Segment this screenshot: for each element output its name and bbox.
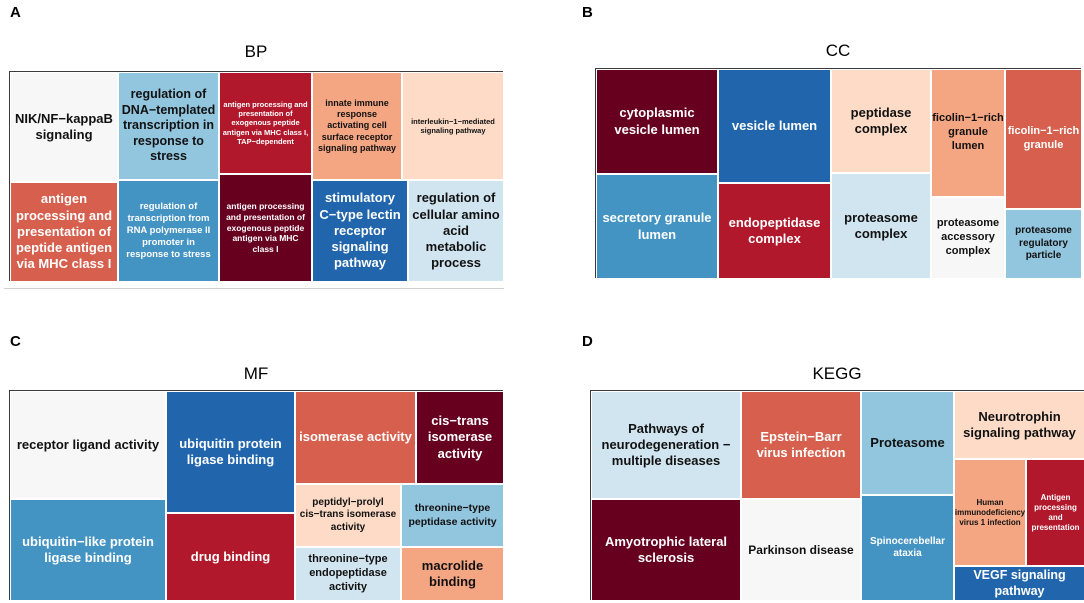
treemap-tile-kegg-proteasome: Proteasome (861, 391, 954, 495)
treemap-tile-kegg-epstein-barr-virus-infection: Epstein−Barr virus infection (741, 391, 861, 499)
treemap-tile-kegg-neurotrophin-signaling-pathway: Neurotrophin signaling pathway (954, 391, 1084, 459)
treemap-tile-bp-antigen-processing-and-presentation-of-e: antigen processing and presentation of e… (219, 174, 312, 282)
panel-letter-c: C (10, 333, 21, 350)
treemap-tile-kegg-human-immunodeficiency-virus-1-infection: Human immunodeficiency virus 1 infection (954, 459, 1026, 566)
treemap-tile-mf-cis-trans-isomerase-activity: cis−trans isomerase activity (416, 391, 504, 484)
treemap-tile-mf-receptor-ligand-activity: receptor ligand activity (10, 391, 166, 499)
treemap-tile-bp-regulation-of-cellular-amino-acid-metabo: regulation of cellular amino acid metabo… (408, 180, 504, 282)
panel-letter-d: D (582, 333, 593, 350)
treemap-kegg: Pathways of neurodegeneration − multiple… (590, 390, 1084, 601)
treemap-tile-bp-antigen-processing-and-presentation-of-p: antigen processing and presentation of p… (10, 182, 118, 282)
treemap-tile-mf-ubiquitin-like-protein-ligase-binding: ubiquitin−like protein ligase binding (10, 499, 166, 601)
treemap-tile-kegg-vegf-signaling-pathway: VEGF signaling pathway (954, 566, 1084, 601)
treemap-tile-cc-ficolin-1-rich-granule-lumen: ficolin−1−rich granule lumen (931, 69, 1005, 197)
treemap-tile-kegg-amyotrophic-lateral-sclerosis: Amyotrophic lateral sclerosis (591, 499, 741, 601)
treemap-tile-cc-proteasome-regulatory-particle: proteasome regulatory particle (1005, 209, 1082, 279)
treemap-tile-cc-proteasome-accessory-complex: proteasome accessory complex (931, 197, 1005, 279)
panel-divider (4, 288, 504, 289)
treemap-tile-cc-cytoplasmic-vesicle-lumen: cytoplasmic vesicle lumen (596, 69, 718, 174)
treemap-tile-kegg-parkinson-disease: Parkinson disease (741, 499, 861, 601)
treemap-tile-bp-interleukin-1-mediated-signaling-pathway: interleukin−1−mediated signaling pathway (402, 72, 504, 180)
treemap-title-bp: BP (244, 42, 268, 61)
treemap-tile-mf-macrolide-binding: macrolide binding (401, 547, 504, 601)
treemap-tile-kegg-spinocerebellar-ataxia: Spinocerebellar ataxia (861, 495, 954, 601)
treemap-title-kegg: KEGG (812, 364, 862, 383)
treemap-tile-cc-proteasome-complex: proteasome complex (831, 173, 931, 279)
treemap-tile-cc-endopeptidase-complex: endopeptidase complex (718, 183, 831, 279)
panel-letter-b: B (582, 4, 593, 21)
treemap-tile-bp-regulation-of-dna-templated-transcriptio: regulation of DNA−templated transcriptio… (118, 72, 219, 180)
treemap-tile-mf-ubiquitin-protein-ligase-binding: ubiquitin protein ligase binding (166, 391, 295, 513)
treemap-tile-cc-secretory-granule-lumen: secretory granule lumen (596, 174, 718, 279)
treemap-tile-mf-drug-binding: drug binding (166, 513, 295, 601)
treemap-tile-cc-peptidase-complex: peptidase complex (831, 69, 931, 173)
treemap-tile-bp-stimulatory-c-type-lectin-receptor-signa: stimulatory C−type lectin receptor signa… (312, 180, 408, 282)
treemap-tile-bp-nik-nf-kappab-signaling: NIK/NF−kappaB signaling (10, 72, 118, 182)
treemap-tile-kegg-pathways-of-neurodegeneration-multiple-d: Pathways of neurodegeneration − multiple… (591, 391, 741, 499)
treemap-tile-bp-regulation-of-transcription-from-rna-pol: regulation of transcription from RNA pol… (118, 180, 219, 282)
treemap-tile-cc-vesicle-lumen: vesicle lumen (718, 69, 831, 183)
treemap-tile-mf-threonine-type-peptidase-activity: threonine−type peptidase activity (401, 484, 504, 547)
treemap-tile-bp-innate-immune-response-activating-cell-s: innate immune response activating cell s… (312, 72, 402, 180)
treemap-tile-mf-peptidyl-prolyl-cis-trans-isomerase-acti: peptidyl−prolyl cis−trans isomerase acti… (295, 484, 401, 547)
treemap-tile-kegg-antigen-processing-and-presentation: Antigen processing and presentation (1026, 459, 1084, 566)
treemap-title-cc: CC (825, 41, 851, 60)
treemap-tile-bp-antigen-processing-and-presentation-of-e: antigen processing and presentation of e… (219, 72, 312, 174)
treemap-tile-mf-threonine-type-endopeptidase-activity: threonine−type endopeptidase activity (295, 547, 401, 601)
panel-letter-a: A (10, 4, 21, 21)
treemap-tile-cc-ficolin-1-rich-granule: ficolin−1−rich granule (1005, 69, 1082, 209)
treemap-title-mf: MF (243, 364, 269, 383)
treemap-tile-mf-isomerase-activity: isomerase activity (295, 391, 416, 484)
